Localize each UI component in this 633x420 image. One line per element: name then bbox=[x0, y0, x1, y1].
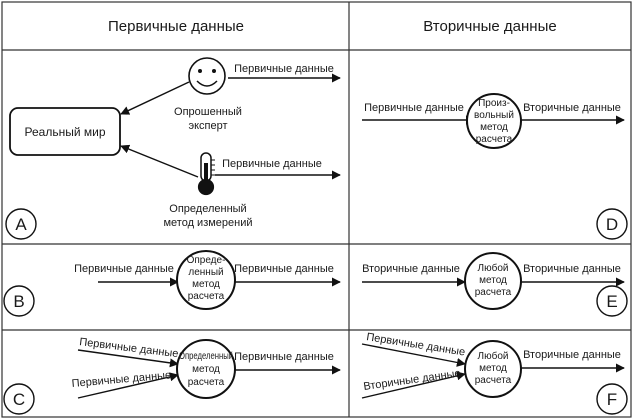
panel-a: Реальный мир Опрошенный эксперт Определе… bbox=[5, 57, 341, 240]
panel-b-node-line4: расчета bbox=[188, 291, 225, 302]
panel-c-input2-arrow bbox=[77, 372, 179, 399]
panel-c-letter: C bbox=[13, 390, 25, 409]
panel-f-badge bbox=[596, 383, 628, 415]
panel-f: Первичные данные Вторичные данные Любой … bbox=[361, 331, 628, 415]
panel-f-input1-arrow bbox=[361, 343, 466, 367]
panel-d-node-line2: вольный bbox=[474, 110, 514, 121]
panel-a-badge bbox=[5, 208, 37, 240]
panel-b: Первичные данные Опреде- ленный метод ра… bbox=[3, 250, 341, 317]
panel-d-node-line3: метод bbox=[480, 122, 508, 133]
real-world-label: Реальный мир bbox=[25, 125, 106, 139]
panel-d: Первичные данные Произ- вольный метод ра… bbox=[362, 93, 628, 240]
panel-e-node-line2: метод bbox=[479, 275, 507, 286]
panel-c-node-line1: Определенный bbox=[179, 351, 233, 362]
panel-e-method-node bbox=[464, 252, 522, 310]
smiley-face-icon bbox=[188, 57, 226, 95]
method-output-label: Первичные данные bbox=[222, 158, 322, 170]
panel-f-node-line2: метод bbox=[479, 363, 507, 374]
method-label-line2: метод измерений bbox=[163, 217, 252, 229]
panel-e-letter: E bbox=[606, 292, 617, 311]
panel-f-node-line1: Любой bbox=[478, 350, 509, 362]
panel-f-output-label: Вторичные данные bbox=[523, 349, 621, 361]
panel-d-node-line1: Произ- bbox=[478, 98, 510, 109]
panel-c-node-line3: расчета bbox=[188, 377, 225, 388]
method-label-line1: Определенный bbox=[169, 203, 246, 215]
panel-d-method-node bbox=[466, 93, 522, 149]
panel-b-node-line2: ленный bbox=[188, 267, 223, 278]
panel-b-badge bbox=[3, 285, 35, 317]
real-world-box bbox=[9, 107, 121, 156]
expert-output-label: Первичные данные bbox=[234, 63, 334, 75]
panel-e-input-label: Вторичные данные bbox=[362, 263, 460, 275]
header-secondary-data: Вторичные данные bbox=[423, 18, 556, 35]
panel-c: Первичные данные Первичные данные Опреде… bbox=[3, 336, 341, 415]
panel-e-output-label: Вторичные данные bbox=[523, 263, 621, 275]
panel-c-method-node bbox=[176, 339, 236, 399]
panel-c-output-label: Первичные данные bbox=[234, 351, 334, 363]
panel-c-node-line2: метод bbox=[192, 364, 220, 375]
panel-b-node-line1: Опреде- bbox=[187, 255, 226, 266]
panel-b-method-node bbox=[176, 250, 236, 310]
panel-f-node-line3: расчета bbox=[475, 375, 512, 386]
panel-d-letter: D bbox=[606, 215, 618, 234]
panel-e-badge bbox=[596, 285, 628, 317]
panel-b-output-label: Первичные данные bbox=[234, 263, 334, 275]
panel-f-method-node bbox=[464, 340, 522, 398]
panel-d-badge bbox=[596, 208, 628, 240]
panel-d-node-line4: расчета bbox=[476, 134, 513, 145]
panel-e-node-line1: Любой bbox=[478, 262, 509, 274]
panel-c-input2-label: Первичные данные bbox=[71, 369, 171, 390]
panel-f-letter: F bbox=[607, 390, 617, 409]
panel-b-node-line3: метод bbox=[192, 279, 220, 290]
expert-to-real-world-arrow bbox=[120, 81, 190, 115]
panel-c-badge bbox=[3, 383, 35, 415]
panel-f-input2-label: Вторичные данные bbox=[363, 367, 462, 393]
panel-b-letter: B bbox=[13, 292, 24, 311]
expert-label-line2: эксперт bbox=[188, 120, 227, 132]
panel-e: Вторичные данные Любой метод расчета Вто… bbox=[362, 252, 628, 317]
panel-e-node-line3: расчета bbox=[475, 287, 512, 298]
panel-b-input-label: Первичные данные bbox=[74, 263, 174, 275]
panel-d-output-label: Вторичные данные bbox=[523, 102, 621, 114]
header-primary-data: Первичные данные bbox=[108, 18, 244, 35]
panel-c-input1-arrow bbox=[77, 349, 179, 368]
panel-d-input-label: Первичные данные bbox=[364, 102, 464, 114]
panel-a-letter: A bbox=[15, 215, 27, 234]
panel-f-input2-arrow bbox=[361, 371, 466, 399]
thermometer-icon bbox=[197, 152, 215, 196]
expert-label-line1: Опрошенный bbox=[174, 106, 242, 118]
method-to-real-world-arrow bbox=[120, 144, 199, 178]
